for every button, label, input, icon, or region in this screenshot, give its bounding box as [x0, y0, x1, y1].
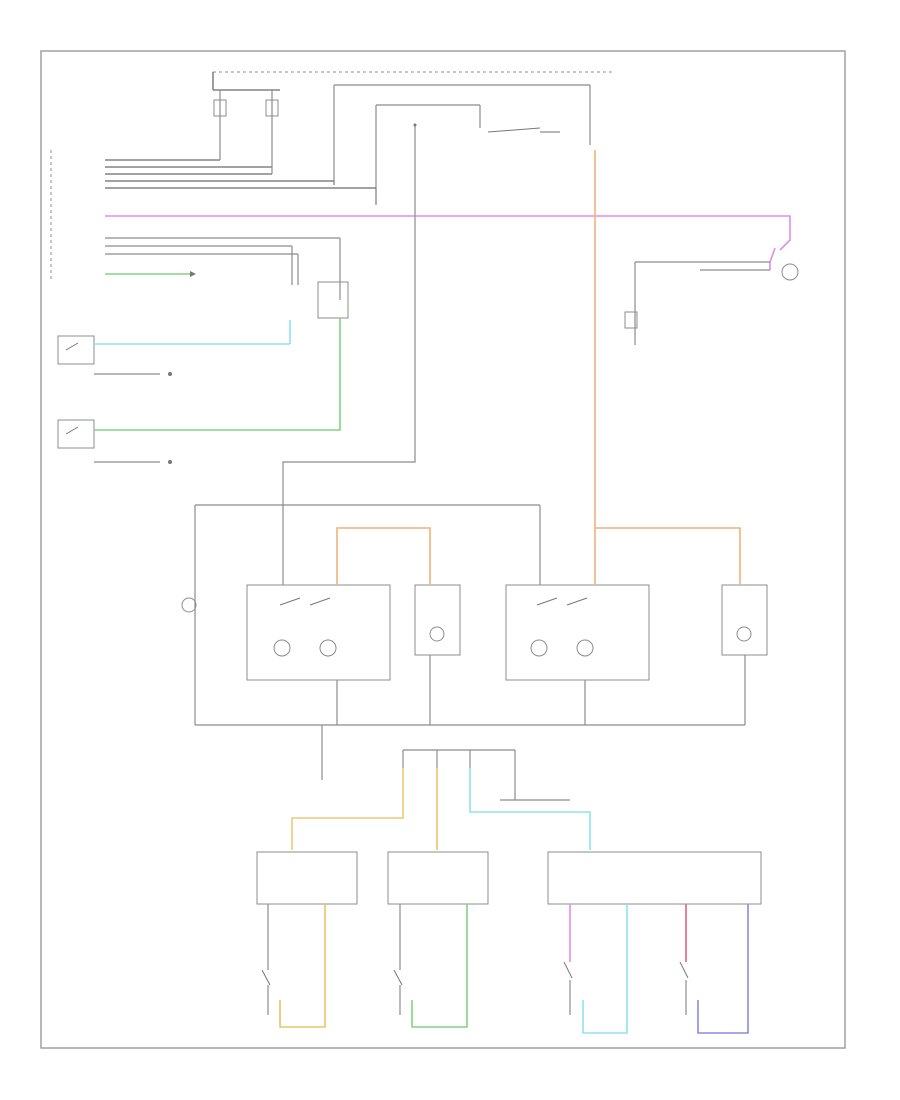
orange-lamp-wire-left [336, 527, 431, 585]
left-switch-upper [57, 335, 95, 365]
tan-loop-left [279, 904, 326, 1028]
left-switch-lower [57, 419, 95, 449]
sensor-right [624, 261, 799, 345]
pink-wire [105, 215, 791, 251]
orange-lamp-wire-right [594, 525, 741, 585]
bottom-module-right [547, 851, 762, 1015]
bottom-module-middle [387, 851, 489, 1015]
left-module-box [246, 584, 391, 681]
lower-bus [402, 749, 570, 801]
green-loop-middle [411, 904, 468, 1028]
right-lamp-box [721, 584, 768, 656]
right-module-box [505, 584, 650, 681]
pink-wire-end [769, 247, 776, 270]
yellow-bus-wire [291, 768, 404, 850]
green-long-wire [94, 318, 341, 431]
light-blue-bus-wire [469, 768, 591, 850]
bottom-module-left [256, 851, 358, 1015]
diagram-frame [40, 50, 846, 1049]
lamp-group [181, 504, 768, 780]
left-lamp-box [414, 584, 461, 656]
light-blue-loop [582, 904, 628, 1034]
fuse-area [212, 71, 612, 205]
blue-loop [697, 904, 749, 1034]
control-module-connector [50, 150, 377, 319]
